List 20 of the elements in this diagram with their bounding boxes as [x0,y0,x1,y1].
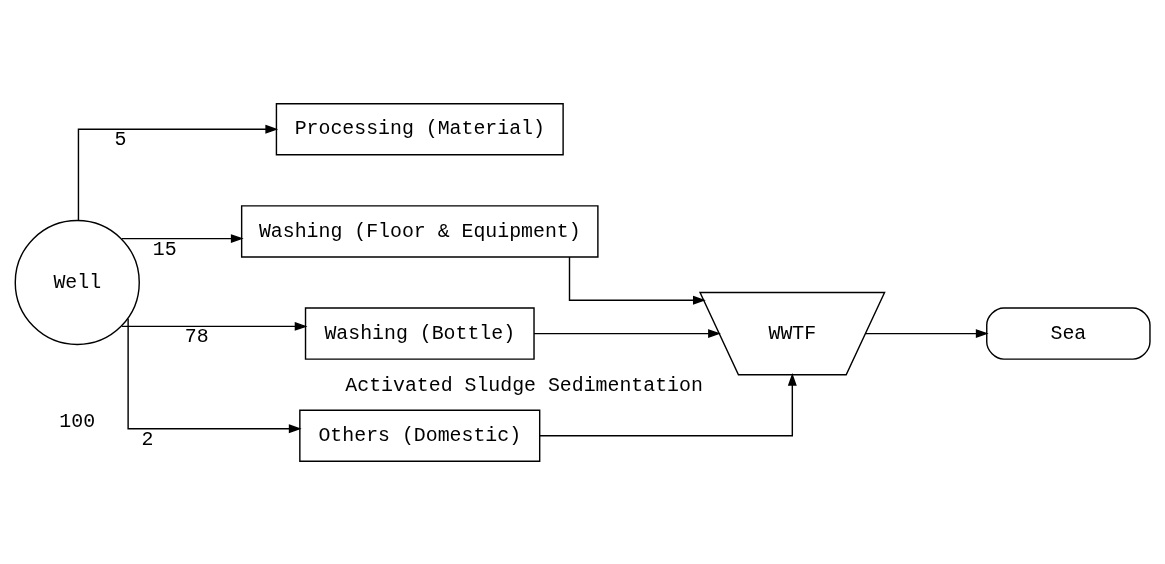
node-box: Others (Domestic) [299,409,541,462]
arrow [864,328,989,338]
arrow [121,321,308,331]
edge-label: 2 [141,427,154,451]
arrow [568,255,706,305]
label: 100 [59,409,96,433]
edge-label: 15 [152,237,177,261]
node-label: Activated Sludge Sedimentation [345,373,703,397]
node-box: Washing (Bottle) [304,306,535,360]
edge-label: 78 [184,324,209,348]
edge-label: 5 [114,127,127,151]
arrow [533,328,721,338]
arrow [127,317,302,433]
node-box: Washing (Floor & Equipment) [240,204,599,258]
arrow [77,124,279,221]
node-box: Processing (Material) [275,102,564,155]
arrow [539,372,797,436]
node-box: Sea [986,306,1151,360]
node-circle: Well [14,219,140,345]
arrow [121,233,244,243]
